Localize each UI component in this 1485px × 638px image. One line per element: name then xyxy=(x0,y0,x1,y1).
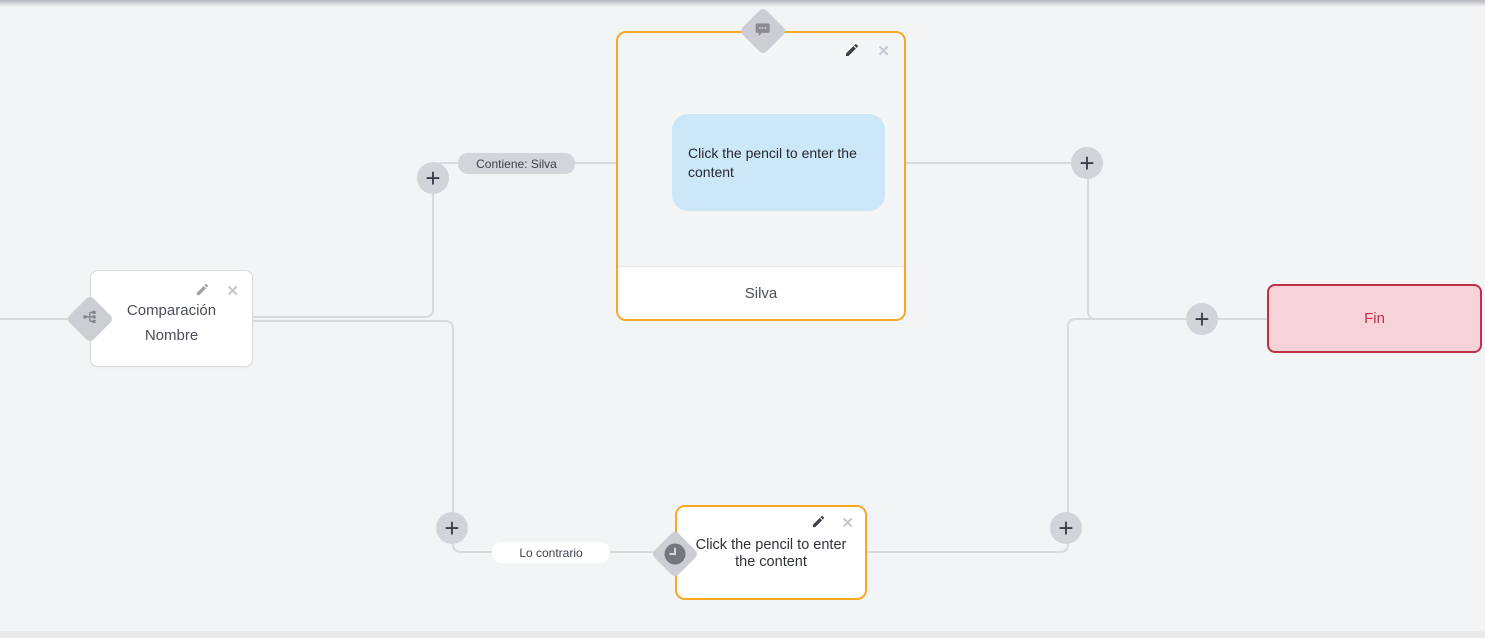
close-icon: ✕ xyxy=(841,514,854,532)
edge-delay-to-end xyxy=(867,318,1096,553)
pencil-icon xyxy=(195,282,210,300)
bottom-band xyxy=(0,631,1485,638)
edit-condition-button[interactable] xyxy=(195,282,210,300)
top-shadow xyxy=(0,0,1485,7)
add-node-button-top-left[interactable]: + xyxy=(417,162,449,194)
condition-node[interactable]: ✕ Comparación Nombre xyxy=(65,270,253,367)
delay-placeholder-text: Click the pencil to enter the content xyxy=(695,537,847,571)
message-node-badge xyxy=(738,6,788,56)
delete-message-button[interactable]: ✕ xyxy=(877,44,890,59)
condition-title-line1: Comparación xyxy=(126,302,217,319)
edge-label-otherwise[interactable]: Lo contrario xyxy=(492,542,610,563)
edge-message-to-end xyxy=(906,162,1268,320)
close-icon: ✕ xyxy=(226,282,239,300)
add-node-button-top-right[interactable]: + xyxy=(1071,147,1103,179)
delay-node-badge xyxy=(650,529,700,579)
add-node-button-bottom-left[interactable]: + xyxy=(436,512,468,544)
edit-delay-button[interactable] xyxy=(811,514,826,532)
add-node-button-before-end[interactable]: + xyxy=(1186,303,1218,335)
message-footer-label: Silva xyxy=(744,284,778,302)
pencil-icon xyxy=(811,514,826,532)
chat-bubble-icon xyxy=(755,21,771,42)
delay-node[interactable]: ✕ Click the pencil to enter the content xyxy=(650,505,867,600)
delete-delay-button[interactable]: ✕ xyxy=(841,516,854,531)
clock-icon xyxy=(664,543,686,565)
end-node[interactable]: Fin xyxy=(1267,284,1482,353)
delete-condition-button[interactable]: ✕ xyxy=(226,284,239,299)
message-node-footer: Silva xyxy=(618,266,904,319)
condition-node-title: Comparación Nombre xyxy=(91,271,252,348)
close-icon: ✕ xyxy=(877,43,890,60)
add-node-button-bottom-right[interactable]: + xyxy=(1050,512,1082,544)
condition-node-badge xyxy=(65,294,115,344)
sitemap-icon xyxy=(83,309,98,329)
edge-condition-to-delay xyxy=(253,320,676,553)
condition-title-line2: Nombre xyxy=(144,327,199,344)
message-content-bubble: Click the pencil to enter the content xyxy=(672,114,885,211)
end-node-label: Fin xyxy=(1364,310,1385,327)
message-node[interactable]: ✕ Click the pencil to enter the content … xyxy=(616,6,906,321)
edge-label-contains[interactable]: Contiene: Silva xyxy=(458,153,575,174)
pencil-icon xyxy=(844,42,860,61)
message-placeholder-text: Click the pencil to enter the content xyxy=(688,144,857,180)
edit-message-button[interactable] xyxy=(844,42,860,61)
